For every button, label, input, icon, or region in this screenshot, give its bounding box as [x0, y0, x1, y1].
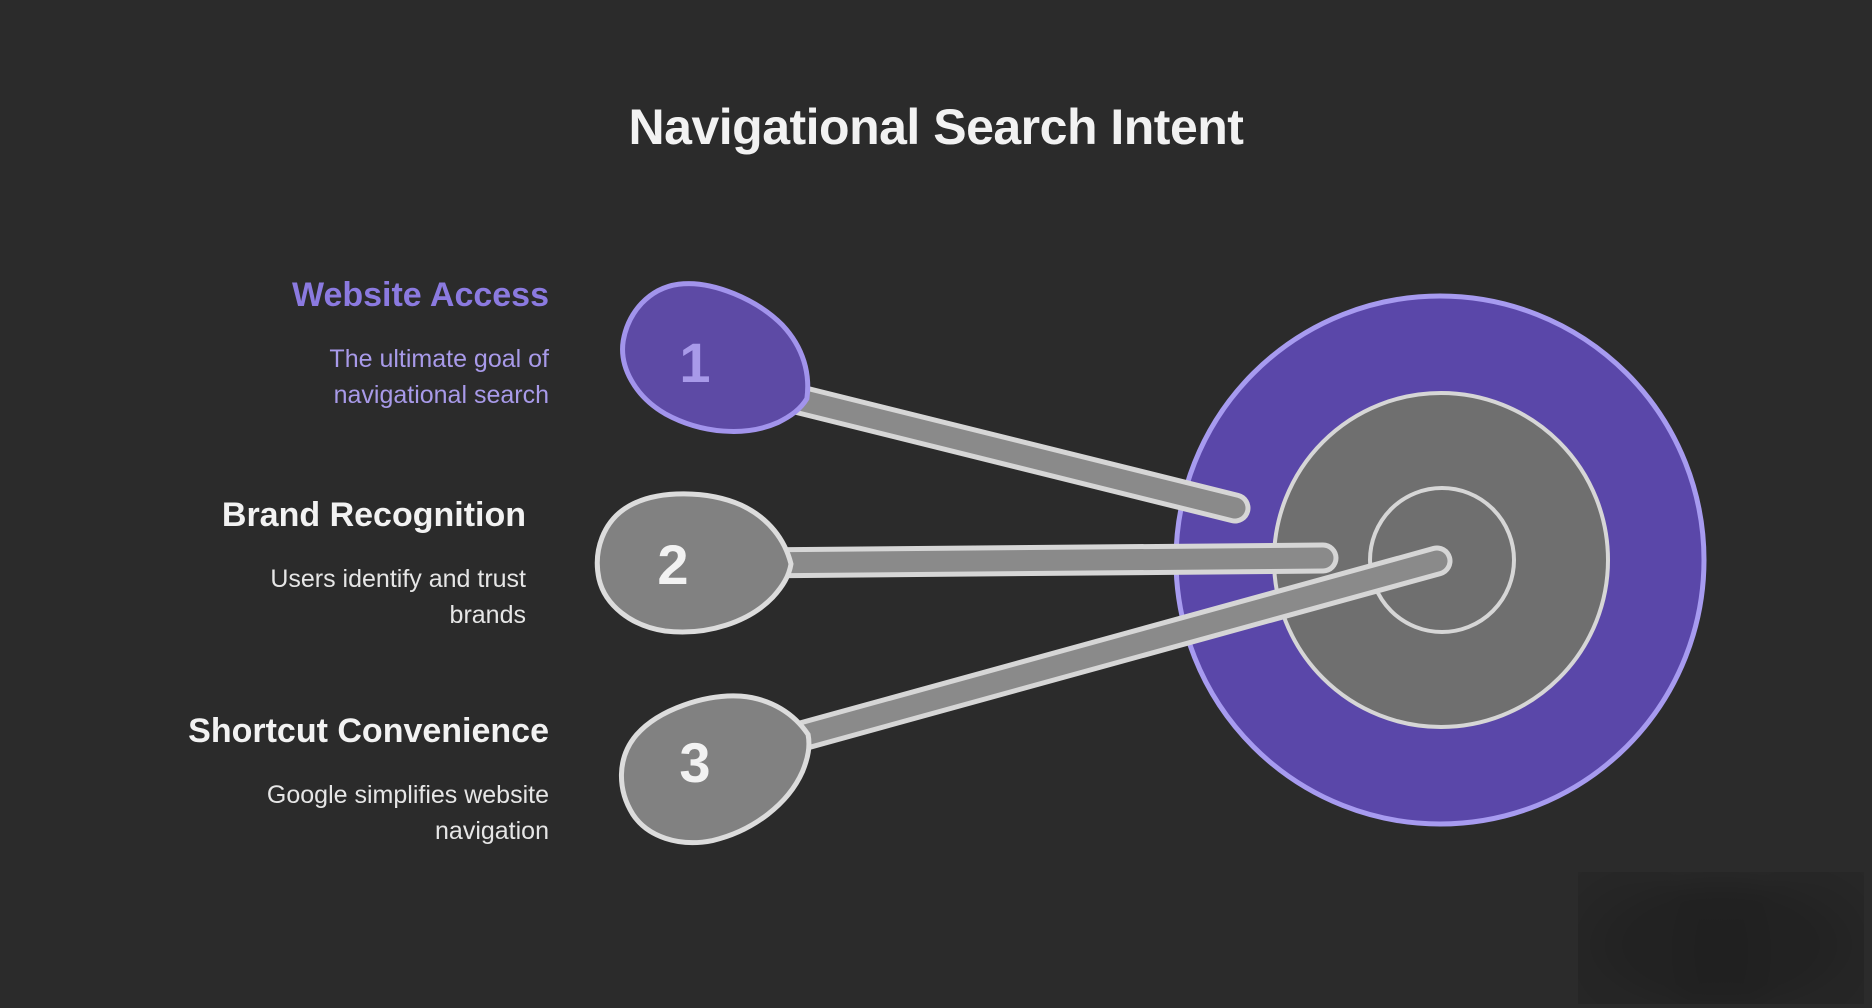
item-3-description-line-1: Google simplifies website [266, 781, 549, 809]
item-3-label-block: Shortcut Convenience Google simplifies w… [188, 711, 549, 849]
item-3-heading: Shortcut Convenience [188, 712, 549, 750]
item-2-description-line-2: brands [449, 601, 526, 629]
item-1-description-line-1: The ultimate goal of [329, 345, 549, 373]
dart-1-fletch [602, 261, 833, 462]
item-3-description-line-2: navigation [435, 817, 549, 845]
item-1-heading: Website Access [291, 276, 549, 314]
item-2-description-line-1: Users identify and trust [270, 565, 526, 593]
arrow-shaft-3 [769, 550, 1448, 753]
item-2-label-block: Brand Recognition Users identify and tru… [222, 495, 526, 633]
arrow-shaft-2 [739, 547, 1334, 574]
item-2-description: Users identify and trust brands [222, 561, 526, 633]
dart-3-number: 3 [679, 731, 710, 794]
arrow-shafts [734, 379, 1453, 758]
arrow-shaft-1 [769, 384, 1246, 519]
item-2-heading: Brand Recognition [221, 496, 526, 534]
page-title: Navigational Search Intent [628, 99, 1244, 155]
dart-1-number: 1 [679, 331, 710, 394]
dart-2-fletch [597, 494, 791, 632]
item-1-description-line-2: navigational search [333, 381, 549, 409]
dart-2-number: 2 [657, 533, 688, 596]
item-1-description: The ultimate goal of navigational search [292, 341, 549, 413]
dart-3-fletch [602, 669, 831, 865]
item-1-label-block: Website Access The ultimate goal of navi… [292, 275, 549, 413]
item-3-description: Google simplifies website navigation [188, 777, 549, 849]
